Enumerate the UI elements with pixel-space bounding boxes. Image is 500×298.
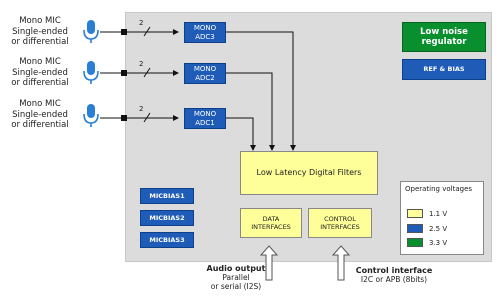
micbias3-block: MICBIAS3 [140, 232, 194, 248]
ref-bias-block: REF & BIAS [402, 59, 486, 80]
legend-label: 3.3 V [429, 239, 448, 247]
pin-pad [121, 115, 127, 121]
bus-width-label: 2 [139, 60, 144, 68]
audio-output-label: Audio output Parallel or serial (I2S) [206, 264, 266, 291]
bus-width-label: 2 [139, 105, 144, 113]
audio-output-arrow [259, 245, 279, 281]
bus-width-label: 2 [139, 19, 144, 27]
legend-swatch-3v3 [407, 238, 423, 247]
control-interface-arrow [331, 245, 351, 281]
legend-label: 2.5 V [429, 225, 448, 233]
adc2-to-filters-wire [226, 72, 275, 151]
legend-swatch-1v1 [407, 209, 423, 218]
voltage-legend: Operating voltages 1.1 V 2.5 V 3.3 V [400, 181, 484, 255]
pin-pad [121, 29, 127, 35]
adc3-to-filters-wire [226, 31, 296, 151]
legend-title: Operating voltages [405, 185, 473, 193]
digital-filters-block: Low Latency Digital Filters [240, 151, 378, 195]
control-interface-label: Control interface I2C or APB (8bits) [355, 266, 433, 284]
control-interfaces-block: CONTROL INTERFACES [308, 208, 372, 238]
data-interfaces-block: DATA INTERFACES [240, 208, 302, 238]
legend-label: 1.1 V [429, 210, 448, 218]
pin-pad [121, 70, 127, 76]
micbias1-block: MICBIAS1 [140, 188, 194, 204]
legend-swatch-2v5 [407, 224, 423, 233]
micbias2-block: MICBIAS2 [140, 210, 194, 226]
adc1-to-filters-wire [226, 117, 256, 151]
